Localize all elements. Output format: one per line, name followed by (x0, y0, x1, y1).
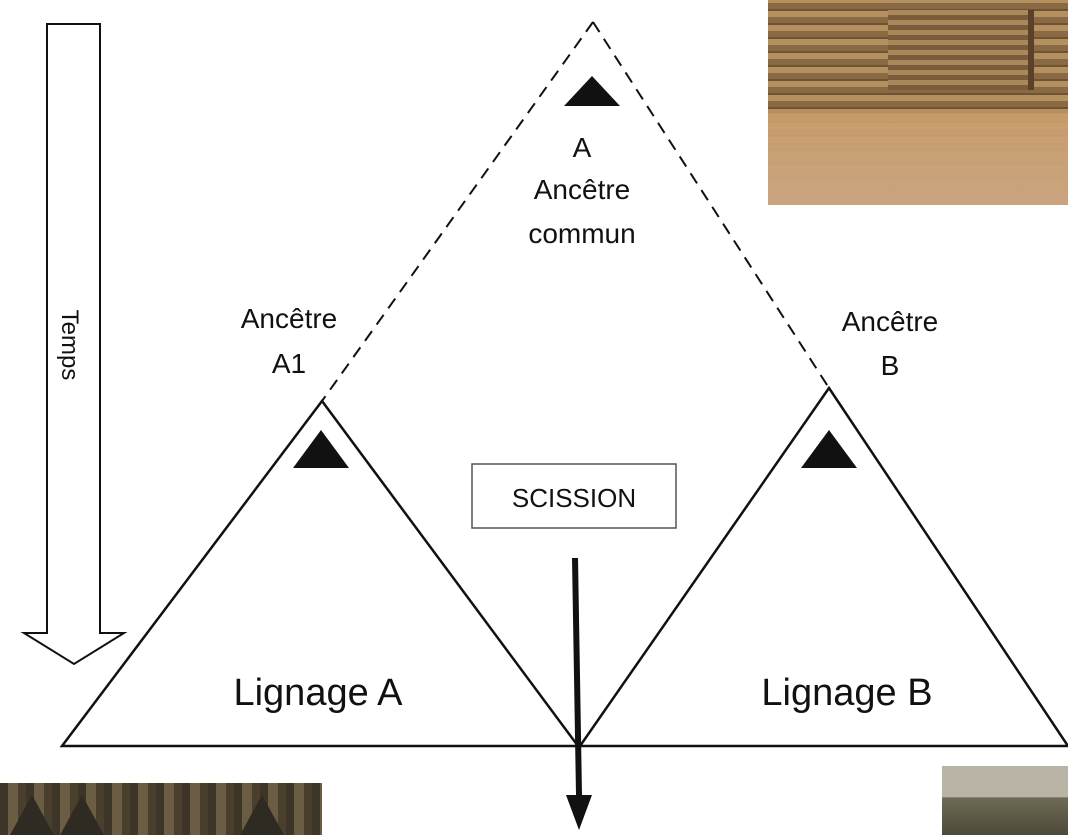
scission-arrow-shaft (572, 557, 582, 796)
ancestor-b-marker (801, 430, 857, 468)
common-ancestor-label-line1: Ancêtre (534, 174, 631, 205)
common-ancestor-label-line2: commun (528, 218, 635, 249)
village-photo-top-right (768, 0, 1068, 205)
common-ancestor-marker (564, 76, 620, 106)
time-label: Temps (56, 310, 83, 381)
ancestor-a1-marker (293, 430, 349, 468)
ancestor-a1-label-line1: Ancêtre (241, 303, 338, 334)
village-photo-bottom-left (0, 783, 322, 835)
thatched-roof (60, 795, 104, 835)
thatched-roof (240, 795, 284, 835)
lineage-a-triangle (59, 398, 581, 748)
ancestor-b-label-line2: B (881, 350, 900, 381)
scission-label: SCISSION (512, 483, 636, 513)
time-arrow (20, 23, 128, 666)
ancestor-a1-label-line2: A1 (272, 348, 306, 379)
scission-arrow-head (566, 795, 592, 830)
lineage-a-label: Lignage A (233, 672, 403, 714)
dashed-line-left (321, 21, 594, 402)
ancestor-b-label-line1: Ancêtre (842, 306, 939, 337)
dashed-line-right (592, 21, 830, 389)
stone-wall (888, 10, 1034, 90)
thatched-roof (10, 795, 54, 835)
lineage-b-triangle (577, 385, 1068, 748)
lineage-b-label: Lignage B (761, 672, 932, 714)
scission-box (471, 463, 677, 529)
common-ancestor-letter: A (573, 132, 592, 163)
landscape-photo-bottom-right (942, 766, 1068, 835)
